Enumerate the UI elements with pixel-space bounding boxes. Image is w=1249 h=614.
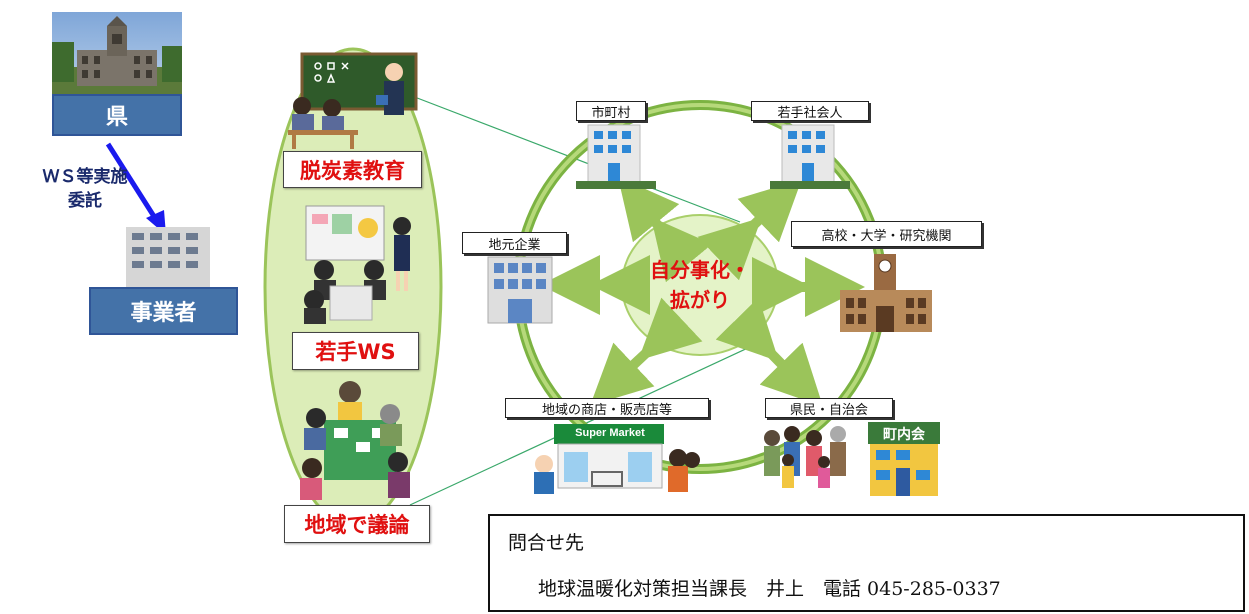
municipality-tag: 市町村 bbox=[576, 101, 646, 121]
residents-family-illustration bbox=[764, 426, 846, 488]
commission-label: ＷＳ等実施 委託 bbox=[30, 165, 140, 213]
local-discussion-label-text: 地域で議論 bbox=[304, 513, 410, 537]
commission-label-line2: 委託 bbox=[68, 191, 102, 211]
prefecture-box: 県 bbox=[52, 94, 182, 136]
local-companies-tag: 地元企業 bbox=[462, 232, 567, 254]
town-association-building: 町内会 bbox=[866, 420, 942, 498]
residents-tag: 県民・自治会 bbox=[765, 398, 893, 418]
university-building-icon bbox=[840, 254, 932, 332]
commission-label-line1: ＷＳ等実施 bbox=[42, 167, 128, 187]
local-shops-tag-text: 地域の商店・販売店等 bbox=[541, 402, 672, 418]
local-companies-building-icon bbox=[487, 256, 553, 324]
arrow-to-residents bbox=[715, 297, 823, 407]
residents-tag-text: 県民・自治会 bbox=[789, 402, 868, 418]
prefecture-building-photo bbox=[52, 12, 182, 94]
arrow-to-municipality bbox=[617, 176, 713, 283]
center-text-line2: 拡がり bbox=[670, 288, 730, 312]
local-companies-tag-text: 地元企業 bbox=[488, 237, 541, 253]
arrow-to-shops bbox=[590, 297, 703, 406]
center-text-line1: 自分事化・ bbox=[650, 258, 750, 282]
contact-heading: 問合せ先 bbox=[508, 532, 585, 554]
classroom-illustration bbox=[288, 52, 418, 149]
contact-box: 問合せ先 地球温暖化対策担当課長 井上 電話 045-285-0337 bbox=[488, 514, 1245, 612]
youth-ws-label-text: 若手WS bbox=[315, 340, 396, 364]
education-label-text: 脱炭素教育 bbox=[300, 158, 405, 183]
discussion-illustration bbox=[300, 381, 410, 500]
local-discussion-label: 地域で議論 bbox=[284, 505, 430, 543]
center-text: 自分事化・ 拡がり bbox=[620, 255, 780, 315]
youth-ws-label: 若手WS bbox=[292, 332, 419, 370]
contractor-box: 事業者 bbox=[89, 287, 238, 335]
education-label: 脱炭素教育 bbox=[283, 151, 422, 188]
supermarket-illustration: Super Market bbox=[528, 420, 704, 498]
contact-detail: 地球温暖化対策担当課長 井上 電話 045-285-0337 bbox=[538, 578, 1001, 600]
municipality-tag-text: 市町村 bbox=[591, 105, 631, 121]
town-association-sign: 町内会 bbox=[883, 427, 925, 443]
young-workers-building-icon bbox=[770, 124, 850, 189]
prefecture-label: 県 bbox=[105, 105, 128, 130]
local-shops-tag: 地域の商店・販売店等 bbox=[505, 398, 709, 418]
workshop-illustration bbox=[304, 205, 411, 324]
arrow-to-young-workers bbox=[697, 179, 802, 281]
municipality-building-icon bbox=[576, 124, 656, 189]
supermarket-sign: Super Market bbox=[575, 427, 645, 439]
young-workers-tag: 若手社会人 bbox=[751, 101, 869, 121]
academia-tag: 高校・大学・研究機関 bbox=[791, 221, 982, 247]
contractor-building-icon bbox=[126, 227, 210, 287]
young-workers-tag-text: 若手社会人 bbox=[777, 105, 843, 121]
academia-tag-text: 高校・大学・研究機関 bbox=[821, 228, 952, 244]
contractor-label: 事業者 bbox=[130, 301, 197, 326]
